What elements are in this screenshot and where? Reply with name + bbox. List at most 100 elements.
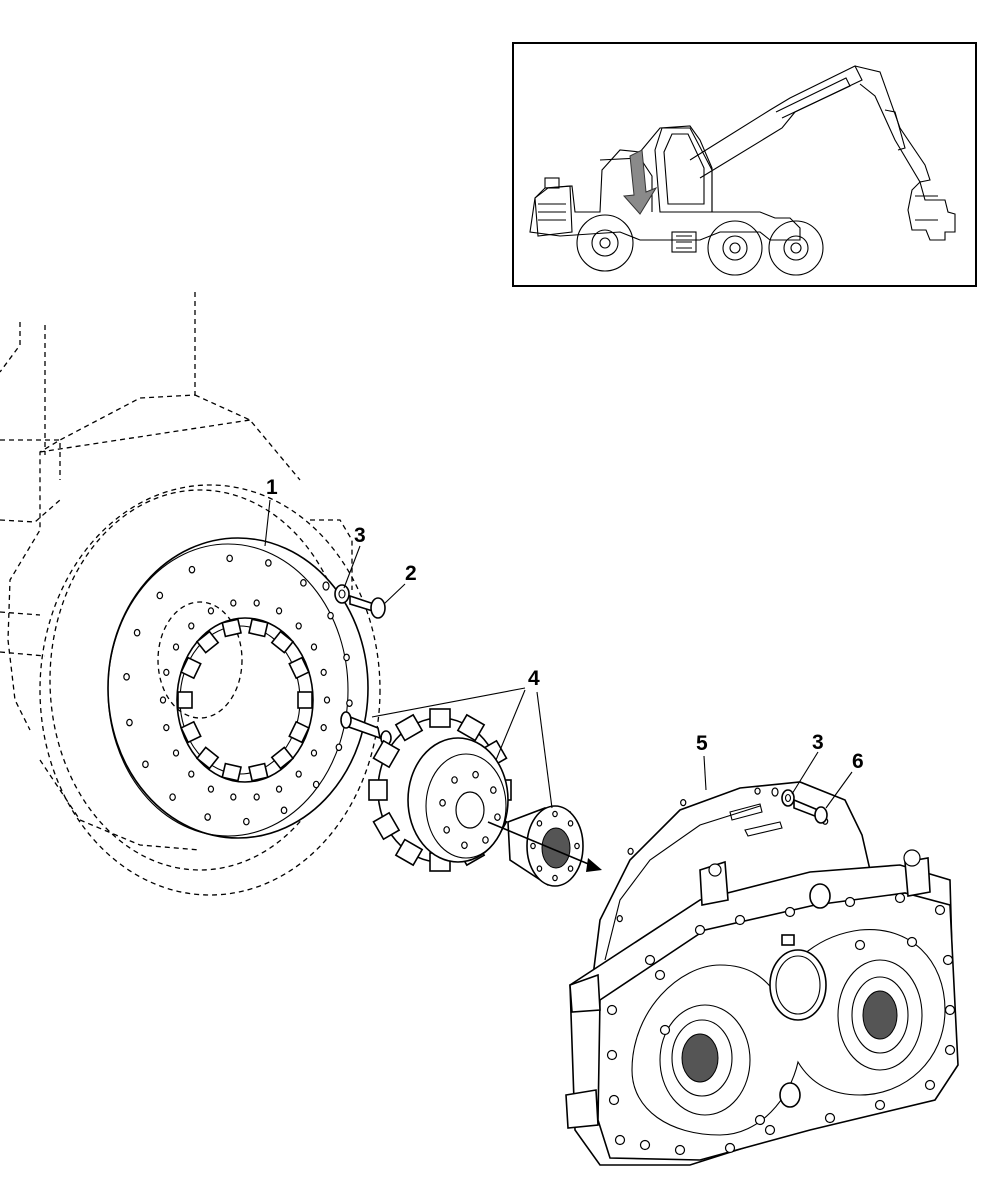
gearbox-bolt (754, 1114, 766, 1126)
flywheel-hole (280, 806, 288, 815)
flywheel-tooth (180, 720, 202, 744)
coupling-block (394, 713, 424, 742)
flywheel-tooth (221, 762, 242, 782)
flywheel-hole (300, 579, 307, 587)
flywheel-tooth (221, 618, 242, 638)
assembly-arrow-icon (487, 821, 602, 872)
gearbox-bolt (944, 1004, 956, 1016)
coupling-block (394, 838, 424, 867)
flywheel-hole (230, 599, 237, 607)
callout-3-left: 3 (354, 524, 366, 547)
bell-hole (680, 799, 687, 807)
flywheel-bolt-holes (123, 554, 353, 826)
coupling-hole (490, 786, 497, 794)
callout-1: 1 (266, 476, 278, 499)
leader-lines (264, 499, 853, 809)
flywheel-hole (188, 622, 195, 630)
gearbox-bolt (724, 1142, 736, 1154)
flywheel-hole (172, 643, 180, 651)
flywheel-hole (172, 749, 180, 757)
gearbox-bolt (942, 954, 954, 966)
gearbox-bolt (854, 939, 866, 951)
part-5-transfer-gearbox (565, 781, 959, 1166)
flywheel-tooth (248, 618, 269, 638)
coupling-hole (443, 826, 450, 834)
gearbox-bolt (606, 1004, 618, 1016)
coupling-block (372, 811, 401, 841)
hub-hole (536, 820, 543, 827)
flywheel-hole (226, 554, 233, 563)
hub-hole (536, 865, 543, 872)
flywheel-hole (335, 743, 343, 752)
flywheel-hole (133, 628, 141, 637)
flywheel-tooth (248, 762, 269, 782)
coupling-hole (439, 799, 446, 807)
flywheel-hole (207, 607, 215, 615)
flywheel-tooth (288, 656, 310, 680)
gearbox-bolt (694, 924, 706, 936)
gearbox-bolt (764, 1124, 776, 1136)
machine-location-inset (512, 42, 977, 287)
flywheel-hole (169, 793, 176, 801)
flywheel-hole (346, 699, 353, 707)
coupling-bolt-holes (439, 770, 501, 850)
hub-hole (567, 865, 574, 872)
callout-6: 6 (852, 750, 864, 773)
coupling-hole (451, 776, 458, 784)
flywheel-hole (188, 565, 196, 574)
gearbox-bolt (874, 1099, 886, 1111)
flywheel-hole (327, 611, 334, 620)
coupling-block (368, 779, 388, 801)
bell-hole (754, 787, 761, 795)
gearbox-bolt (644, 954, 656, 966)
flywheel-hole (163, 668, 170, 676)
gearbox-bolt (944, 1044, 956, 1056)
hub-hole (552, 874, 558, 882)
part-3-washer-right (771, 787, 795, 807)
flywheel-hole (295, 770, 302, 778)
flywheel-hole (188, 770, 195, 778)
flywheel-hole (243, 817, 250, 826)
gearbox-bolts (606, 892, 956, 1156)
callout-4: 4 (528, 667, 540, 690)
flywheel-hole (156, 591, 164, 600)
part-6-screw (793, 798, 828, 824)
gearbox-bolt (639, 1139, 651, 1151)
flywheel-tooth (195, 746, 220, 770)
gearbox-bolt (659, 1024, 671, 1036)
flywheel-tooth (270, 746, 295, 770)
flywheel-hole (275, 785, 283, 793)
part-1-flywheel-disc (107, 537, 369, 839)
flywheel-tooth (195, 630, 220, 654)
flywheel-tooth (177, 691, 193, 709)
flywheel-hole (159, 696, 167, 704)
hub-hole (574, 842, 580, 850)
flywheel-hole (230, 793, 237, 801)
flywheel-tooth (288, 720, 310, 744)
flywheel-hole (312, 780, 320, 789)
flywheel-hole (320, 668, 327, 676)
flywheel-hole (295, 622, 302, 630)
flywheel-hole (126, 718, 133, 727)
gearbox-bolt (894, 892, 906, 904)
hub-bolt-holes (530, 810, 580, 882)
gearbox-bolt (614, 1134, 626, 1146)
coupling-hole (472, 770, 479, 779)
bell-hole (627, 847, 634, 855)
flywheel-teeth (177, 618, 313, 782)
flywheel-hole (320, 724, 327, 732)
gearbox-bolt (674, 1144, 686, 1156)
flywheel-hole (204, 813, 211, 821)
coupling-block (456, 713, 486, 742)
flywheel-hole (123, 673, 130, 681)
hub-hole (530, 842, 536, 850)
flywheel-hole (310, 643, 318, 651)
gearbox-bolt (606, 1049, 618, 1061)
hub-hole (552, 810, 558, 818)
gearbox-bolt (924, 1079, 936, 1091)
coupling-hole (494, 813, 501, 821)
callout-2: 2 (405, 562, 417, 585)
flywheel-hole (253, 793, 260, 801)
flywheel-hole (207, 785, 215, 793)
hub-hole (567, 820, 574, 827)
